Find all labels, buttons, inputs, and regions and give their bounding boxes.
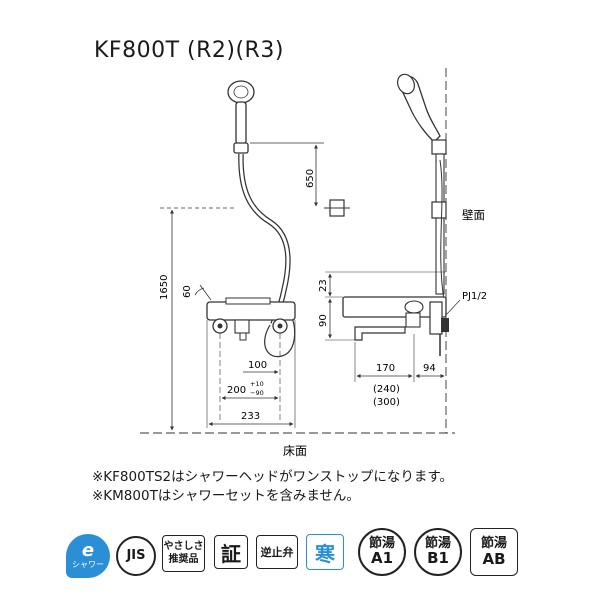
dim-300: (300) bbox=[373, 397, 400, 408]
side-view: 壁面 PJ1/2 23 90 bbox=[318, 68, 487, 433]
wall-label: 壁面 bbox=[462, 208, 485, 222]
dim-94: 94 bbox=[423, 363, 436, 374]
check-valve-badge: 逆止弁 bbox=[256, 535, 298, 569]
setsuyu-ab-badge: 節湯 AB bbox=[470, 528, 518, 576]
dim-100: 100 bbox=[248, 360, 267, 371]
spout-side bbox=[354, 326, 406, 341]
dim-233: 233 bbox=[241, 411, 260, 422]
emf-shower-badge: e シャワー bbox=[66, 534, 110, 578]
faucet-body-front bbox=[206, 301, 296, 321]
product-title: KF800T (R2)(R3) bbox=[94, 38, 284, 63]
dim-200-tol-minus: −90 bbox=[250, 389, 264, 397]
dim-60: 60 bbox=[182, 285, 193, 298]
faucet-body-side bbox=[342, 296, 447, 318]
cold-region-badge: 寒 bbox=[306, 534, 344, 570]
note-km800t: ※KM800Tはシャワーセットを含みません。 bbox=[92, 488, 360, 504]
hose-loop bbox=[264, 317, 296, 358]
dim-200-tol-plus: +10 bbox=[250, 380, 264, 388]
dim-170: 170 bbox=[376, 363, 395, 374]
pipe-size-label: PJ1/2 bbox=[462, 291, 487, 302]
shower-head-side bbox=[397, 73, 447, 155]
dim-1650: 1650 bbox=[159, 275, 170, 300]
emf-logo-mark: e bbox=[81, 540, 95, 562]
jis-badge: JIS bbox=[116, 536, 156, 576]
shower-head-front bbox=[227, 80, 255, 154]
dim-23: 23 bbox=[318, 279, 329, 292]
dim-650: 650 bbox=[305, 169, 316, 188]
note-ts2: ※KF800TS2はシャワーヘッドがワンストップになります。 bbox=[92, 469, 453, 485]
front-view: 60 650 1650 100 200 +10 −90 233 bbox=[159, 80, 350, 431]
yasashisa-badge: やさしさ 推奨品 bbox=[162, 535, 205, 572]
slide-bar bbox=[435, 153, 445, 295]
dim-90: 90 bbox=[318, 314, 329, 327]
setsuyu-b1-badge: 節湯 B1 bbox=[414, 528, 462, 576]
floor-label: 床面 bbox=[283, 444, 307, 458]
dim-200: 200 bbox=[227, 385, 246, 396]
certification-badge: 証 bbox=[214, 535, 248, 569]
setsuyu-a1-badge: 節湯 A1 bbox=[358, 528, 406, 576]
dim-240: (240) bbox=[373, 384, 400, 395]
